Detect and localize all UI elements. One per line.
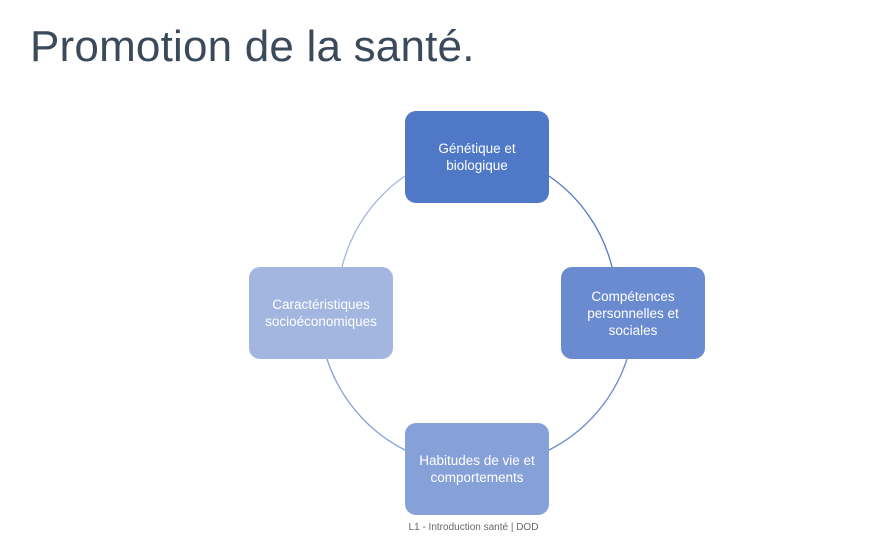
node-label: Génétique et biologique [438, 141, 516, 173]
slide-footer: L1 - Introduction santé | DOD [408, 522, 539, 533]
node-label: Compétences personnelles et sociales [587, 288, 679, 338]
connector-bottom-left [326, 358, 406, 451]
node-competences-personnelles-sociales: Compétences personnelles et sociales [561, 267, 705, 359]
connector-left-top [341, 175, 406, 268]
node-label: Caractéristiques socioéconomiques [265, 297, 377, 329]
node-genetique-biologique: Génétique et biologique [405, 111, 549, 203]
page-title: Promotion de la santé. [30, 22, 475, 71]
connector-top-right [548, 175, 613, 268]
connector-right-bottom [548, 358, 628, 451]
node-label: Habitudes de vie et comportements [419, 453, 535, 485]
node-caracteristiques-socioeconomiques: Caractéristiques socioéconomiques [249, 267, 393, 359]
node-habitudes-vie-comportements: Habitudes de vie et comportements [405, 423, 549, 515]
